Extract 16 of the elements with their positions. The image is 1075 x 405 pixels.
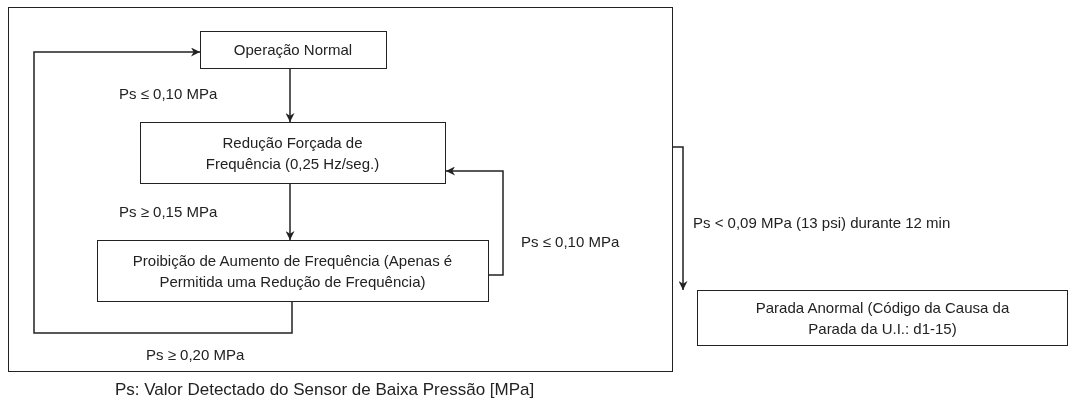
connector-arrow	[672, 146, 688, 291]
process-box	[96, 239, 489, 302]
process-box	[697, 290, 1068, 346]
connector-arrow	[445, 166, 504, 276]
process-box	[199, 30, 387, 69]
process-box	[139, 121, 446, 184]
group-frame	[8, 7, 673, 372]
node-text: Redução Forçada de Frequência (0,25 Hz/seg.)	[204, 132, 381, 174]
node-text: Operação Normal	[232, 40, 354, 60]
connector-arrow	[285, 68, 295, 123]
node-text: Parada Anormal (Código da Causa da Parada da U.I.: d1-15)	[754, 298, 1011, 339]
connector-arrow	[285, 183, 295, 241]
caption: Ps: Valor Detectado do Sensor de Baixa Pressão [MPa]	[115, 380, 535, 400]
edge-label: Ps < 0,09 MPa (13 psi) durante 12 min	[692, 214, 952, 231]
connector-arrow	[33, 47, 293, 334]
node-text: Proibição de Aumento de Frequência (Apenas é Permitida uma Redução de Frequência)	[131, 250, 454, 292]
